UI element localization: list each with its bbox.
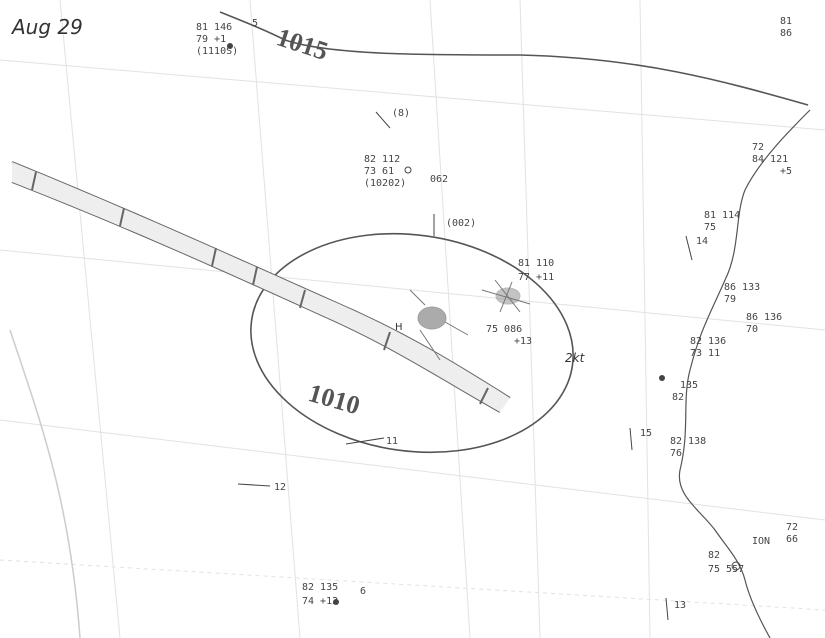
- station-line: (8): [392, 108, 410, 119]
- station-plot: 72 84 121 +5: [752, 142, 792, 177]
- station-line: 82 138: [670, 436, 706, 447]
- station-plot: (002): [433, 214, 476, 236]
- station-plot: (8): [375, 108, 410, 129]
- low-marker: H: [395, 322, 403, 333]
- station-plot: 15: [629, 427, 652, 451]
- date-label: Aug 29: [10, 15, 83, 39]
- station-plot: 81 86: [780, 16, 792, 39]
- isobar-1015: [219, 11, 809, 106]
- coastline-west: [9, 329, 81, 638]
- station-line: +5: [780, 166, 792, 177]
- station-line: 82 135: [302, 582, 338, 593]
- station-line: 15: [640, 428, 652, 439]
- station-line: 86: [780, 28, 792, 39]
- station-plot: 81 114 75: [704, 210, 740, 233]
- station-plot: 81 110 77 +11: [518, 258, 554, 283]
- storm-centre: [409, 279, 531, 361]
- station-line: 062: [430, 174, 448, 185]
- station-line: 75 557: [708, 564, 744, 575]
- station-line: (10202): [364, 178, 406, 189]
- station-line: 6: [360, 586, 366, 597]
- station-line: 86 136: [746, 312, 782, 323]
- station-plot: 82 75 557: [708, 550, 744, 575]
- station-line: ION: [752, 536, 770, 547]
- station-plot: 72 66: [786, 522, 798, 545]
- frontal-band: [11, 161, 511, 413]
- station-line: 86 133: [724, 282, 760, 293]
- station-plot: 82 136 73 11: [690, 336, 726, 359]
- station-line: 70: [746, 324, 758, 335]
- station-line: 5: [252, 18, 258, 29]
- station-line: 13: [674, 600, 686, 611]
- station-line: 81 110: [518, 258, 554, 269]
- station-line: 82 112: [364, 154, 400, 165]
- isobar-1015-label: 1015: [273, 22, 331, 66]
- station-line: 79 +1: [196, 34, 226, 45]
- station-line: 81: [780, 16, 792, 27]
- station-plot: 82 135 74 +12 6: [302, 582, 366, 607]
- station-line: 76: [670, 448, 682, 459]
- speed-note: 2kt: [565, 351, 586, 365]
- isobar-1010: [250, 232, 574, 454]
- station-plot: 82 112 73 61 (10202) 062: [364, 154, 448, 189]
- station-line: 84 121: [752, 154, 788, 165]
- station-plot: ION: [752, 536, 770, 547]
- station-line: 73 61: [364, 166, 394, 177]
- station-plot: 82 138 76: [670, 436, 706, 459]
- station-line: 82: [672, 392, 684, 403]
- station-plot: 12: [237, 482, 286, 493]
- station-line: 77 +11: [518, 272, 554, 283]
- station-plot: 13: [665, 597, 686, 621]
- station-plot: 86 136 70: [746, 312, 782, 335]
- station-plot: 81 146 79 +1 (1110S) 5: [196, 18, 258, 57]
- station-plot: 75 086 +13: [486, 324, 532, 347]
- station-line: 14: [696, 236, 708, 247]
- station-plot: 135 82: [659, 375, 698, 403]
- isobar-1010-label: 1010: [305, 378, 363, 420]
- station-line: 75 086: [486, 324, 522, 335]
- station-line: 72: [786, 522, 798, 533]
- station-line: (002): [446, 218, 476, 229]
- station-line: 81 146: [196, 22, 232, 33]
- coastline-east: [678, 109, 811, 638]
- station-line: 75: [704, 222, 716, 233]
- station-line: 82: [708, 550, 720, 561]
- station-line: 12: [274, 482, 286, 493]
- station-line: (1110S): [196, 46, 238, 57]
- station-line: 73 11: [690, 348, 720, 359]
- station-line: 11: [386, 436, 398, 447]
- station-line: 135: [680, 380, 698, 391]
- station-line: 66: [786, 534, 798, 545]
- station-line: 74 +12: [302, 596, 338, 607]
- station-line: 82 136: [690, 336, 726, 347]
- station-plot: 14: [685, 235, 708, 261]
- station-plots: 81 146 79 +1 (1110S) 5 (8) 82 112 73 61 …: [196, 16, 798, 621]
- station-plot: 11: [345, 436, 398, 447]
- station-plot: 86 133 79: [724, 282, 760, 305]
- station-line: 81 114: [704, 210, 740, 221]
- station-line: +13: [514, 336, 532, 347]
- station-line: 72: [752, 142, 764, 153]
- station-line: 79: [724, 294, 736, 305]
